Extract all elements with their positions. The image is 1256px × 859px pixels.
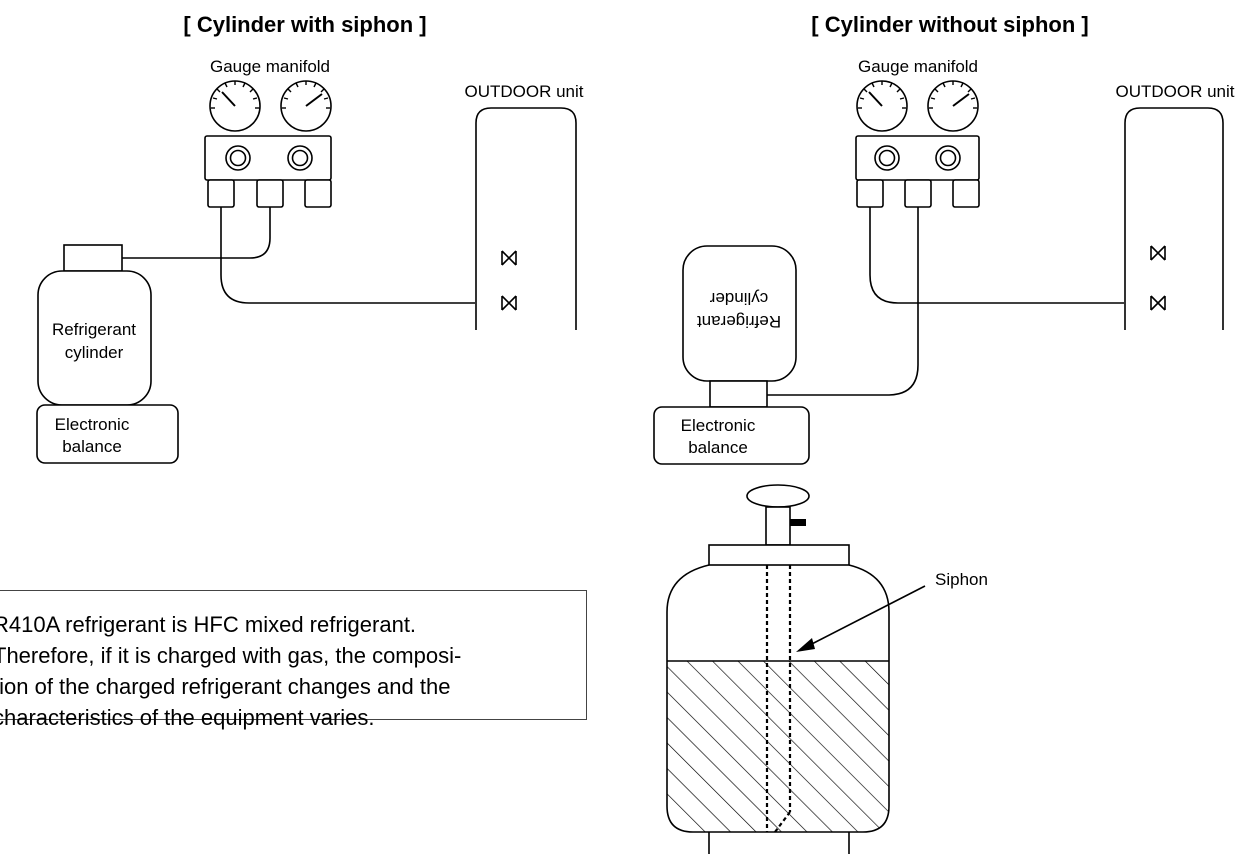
siphon-label: Siphon — [935, 570, 988, 589]
left-valve-lower-icon — [501, 295, 517, 311]
left-gauge-high-icon — [280, 80, 332, 132]
right-valve-upper-icon — [1150, 245, 1166, 261]
right-gauge-low-icon — [856, 80, 908, 132]
siphon-pointer-line — [803, 585, 926, 649]
right-gauge-manifold-icon — [855, 135, 980, 208]
right-valve-lower-icon — [1150, 295, 1166, 311]
left-hose-to-outdoor — [220, 207, 475, 304]
siphon-cylinder-cap — [708, 544, 850, 566]
siphon-tube-dashed — [765, 565, 792, 833]
left-outdoor-unit — [475, 107, 577, 330]
right-cylinder-label-2: cylinder — [709, 289, 768, 308]
left-hose-to-cylinder — [122, 207, 271, 259]
note-line-1: R410A refrigerant is HFC mixed refrigera… — [0, 612, 417, 637]
right-balance-label-1: Electronic — [681, 416, 756, 435]
right-title: [ Cylinder without siphon ] — [811, 12, 1088, 37]
note-line-3: tion of the charged refrigerant changes … — [0, 674, 451, 699]
right-gauge-high-icon — [927, 80, 979, 132]
left-diagram: [ Cylinder with siphon ] Gauge manifold … — [36, 12, 584, 464]
siphon-valve-stem — [765, 506, 791, 546]
right-outdoor-unit — [1124, 107, 1224, 330]
left-cylinder-label-1: Refrigerant — [52, 320, 136, 339]
left-valve-upper-icon — [501, 250, 517, 266]
note-line-2: Therefore, if it is charged with gas, th… — [0, 643, 462, 668]
left-cylinder-valve — [63, 244, 123, 272]
left-gauge-manifold-label: Gauge manifold — [210, 57, 330, 76]
right-cylinder-valve — [709, 380, 768, 408]
left-electronic-balance — [36, 404, 179, 464]
r410a-note-box: R410A refrigerant is HFC mixed refrigera… — [0, 590, 587, 730]
left-balance-label-1: Electronic — [55, 415, 130, 434]
siphon-valve-handle — [790, 519, 806, 526]
left-gauge-low-icon — [209, 80, 261, 132]
note-line-4: characteristics of the equipment varies. — [0, 705, 375, 730]
left-title: [ Cylinder with siphon ] — [183, 12, 426, 37]
siphon-arrow-icon — [796, 638, 815, 652]
siphon-cylinder-diagram: Siphon — [666, 484, 988, 854]
left-outdoor-unit-label: OUTDOOR unit — [464, 82, 583, 101]
right-cylinder-label-1: Refrigerant — [697, 312, 781, 331]
left-cylinder-label-2: cylinder — [65, 343, 124, 362]
right-balance-label-2: balance — [688, 438, 748, 457]
left-gauge-manifold-icon — [204, 135, 332, 208]
siphon-valve-knob — [746, 484, 810, 508]
left-balance-label-2: balance — [62, 437, 122, 456]
right-outdoor-unit-label: OUTDOOR unit — [1115, 82, 1234, 101]
siphon-cylinder-stand — [708, 832, 850, 854]
right-hose-to-outdoor — [869, 207, 1124, 304]
siphon-cylinder-body — [666, 564, 890, 833]
right-diagram: [ Cylinder without siphon ] Gauge manifo… — [653, 12, 1235, 465]
right-gauge-manifold-label: Gauge manifold — [858, 57, 978, 76]
liquid-refrigerant-hatch — [667, 661, 889, 832]
right-electronic-balance — [653, 406, 810, 465]
right-hose-to-cylinder — [767, 207, 919, 396]
